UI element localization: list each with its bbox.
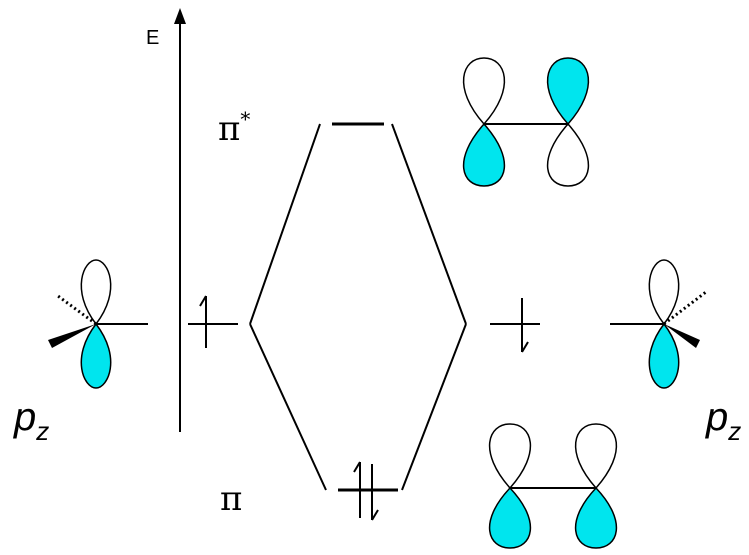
left-pz-upper-lobe (80, 259, 112, 326)
pi-star-level: π* (218, 107, 384, 149)
pi-star-right-lower-lobe (547, 122, 589, 187)
pi-electron-down-barb (371, 509, 379, 521)
right-hashed-wedge (663, 290, 707, 326)
pi-label: π (220, 479, 242, 519)
pi-star-orbital (462, 57, 590, 187)
left-pz-lower-lobe (80, 322, 112, 389)
correlation-lines (249, 123, 467, 491)
right-pz-label: pz (705, 395, 741, 446)
right-atomic-level (490, 298, 540, 353)
right-electron-down-barb (521, 341, 529, 353)
corr-left-to-pistar (249, 123, 321, 325)
pi-left-upper-lobe (489, 423, 531, 490)
pi-orbital (489, 423, 617, 549)
pi-star-label: π* (218, 107, 250, 149)
corr-right-to-pi (401, 323, 467, 491)
right-solid-wedge (664, 324, 700, 348)
corr-left-to-pi (249, 323, 327, 491)
pi-level: π (220, 461, 398, 521)
left-solid-wedge (48, 324, 96, 348)
pi-star-right-upper-lobe (546, 57, 590, 126)
left-pz-orbital (48, 259, 148, 389)
pi-star-left-lower-lobe (463, 122, 505, 187)
left-electron-up-barb (199, 295, 207, 307)
pi-star-left-upper-lobe (462, 57, 506, 126)
left-atomic-level (188, 295, 238, 348)
left-pz-label: pz (13, 395, 49, 446)
right-pz-orbital (610, 259, 707, 389)
right-pz-upper-lobe (648, 259, 680, 326)
pi-right-upper-lobe (575, 423, 617, 490)
pi-left-lower-lobe (489, 486, 531, 549)
pi-right-lower-lobe (575, 486, 617, 549)
corr-right-to-pistar (391, 123, 467, 325)
energy-axis: E (146, 8, 186, 432)
energy-axis-label: E (146, 27, 159, 49)
right-pz-lower-lobe (648, 322, 680, 389)
energy-axis-arrowhead (174, 8, 186, 24)
pi-electron-up-barb (353, 461, 361, 473)
